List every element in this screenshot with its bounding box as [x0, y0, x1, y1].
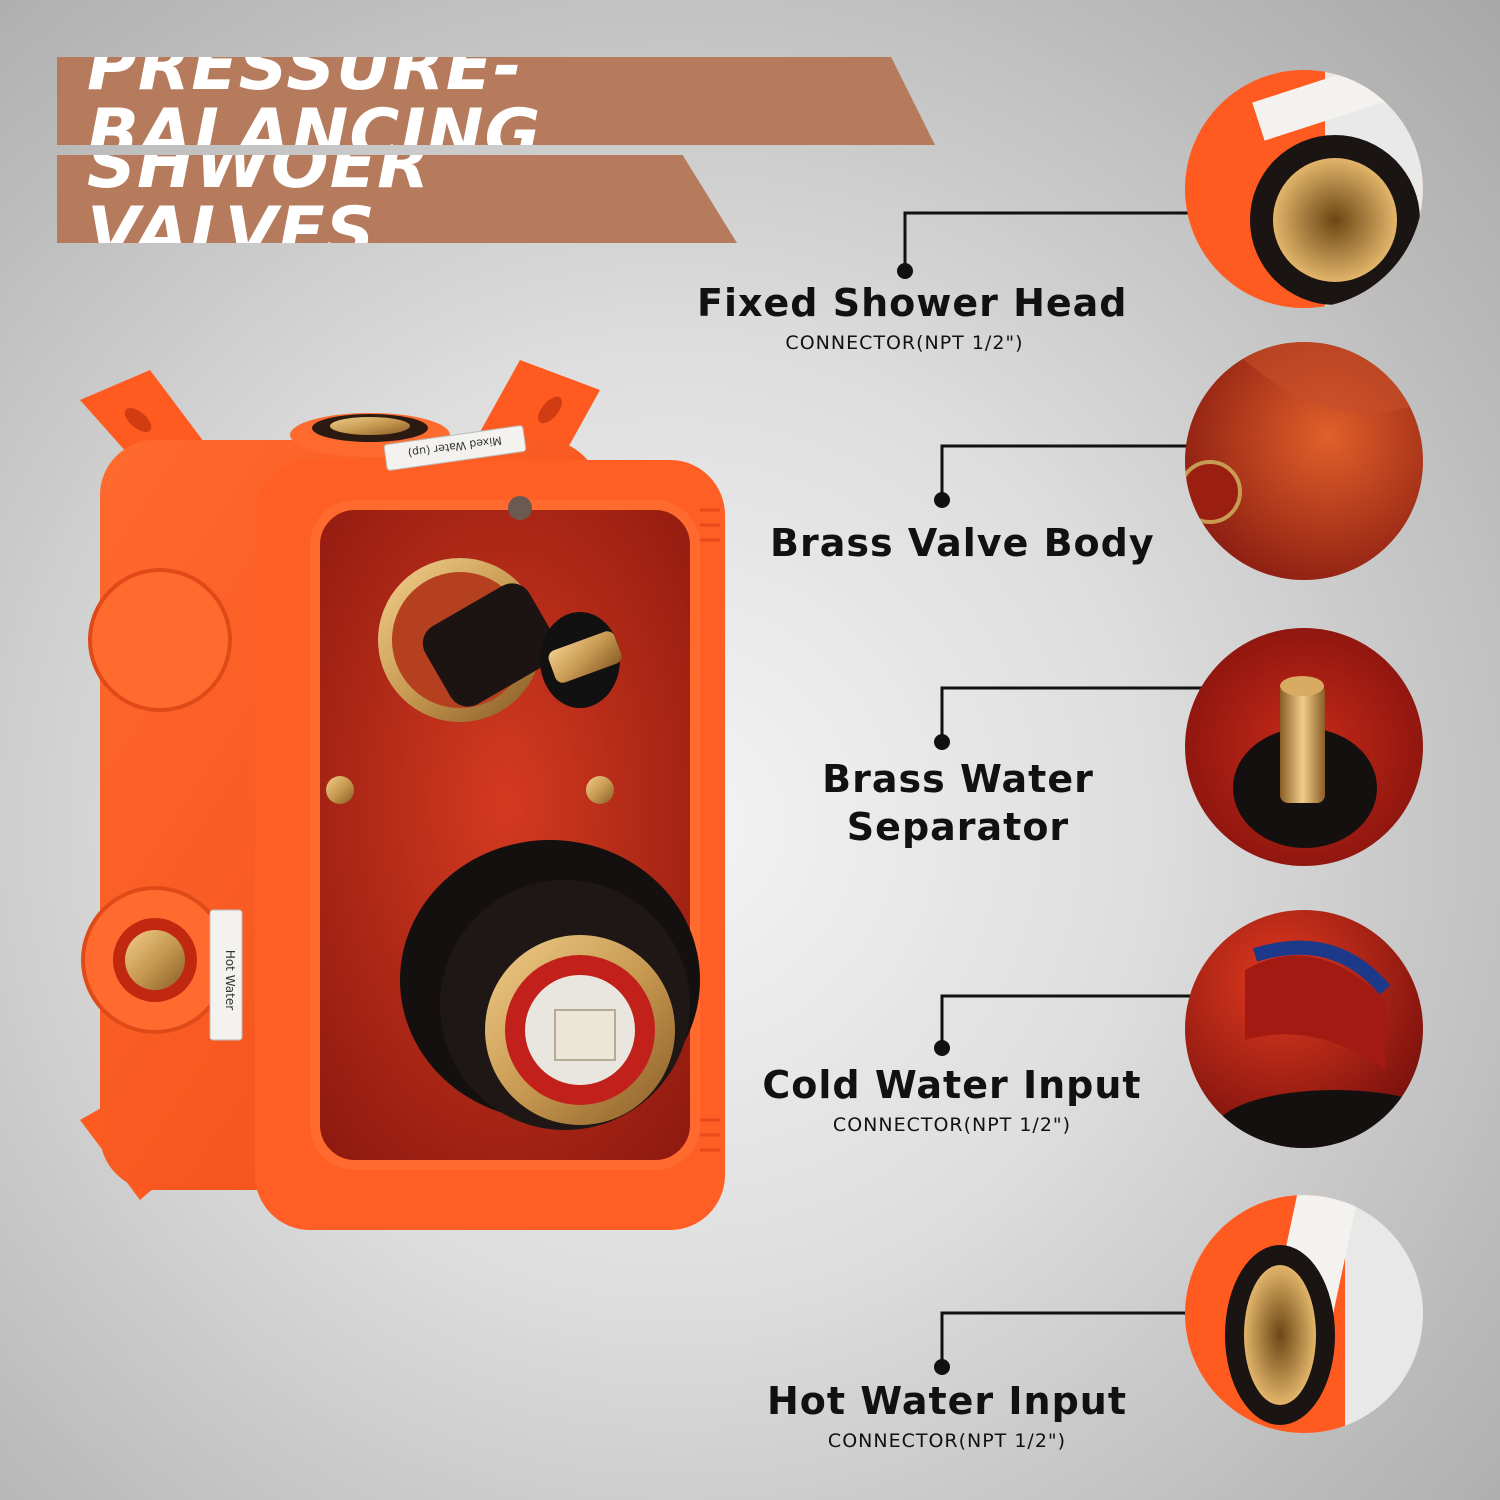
header-banner-line2: SHWOER VALVES	[57, 155, 737, 243]
callout-title: Brass Water	[822, 757, 1094, 801]
callout-title: Brass Valve Body	[770, 521, 1155, 565]
callout-title: Fixed Shower Head	[697, 281, 1128, 325]
header-title-line1: PRESSURE-BALANCING	[87, 27, 542, 174]
thumb-cold-water-input	[1185, 910, 1423, 1148]
header-title-line2: SHWOER VALVES	[87, 125, 431, 272]
hot-water-sticker-label: Hot Water	[223, 950, 237, 1010]
leader-line-fixed-shower-head	[897, 211, 1205, 279]
callout-title: Hot Water Input	[766, 1379, 1128, 1423]
callout-subtitle: CONNECTOR(NPT 1/2")	[827, 1429, 1067, 1452]
callout-subtitle: CONNECTOR(NPT 1/2")	[832, 1113, 1072, 1136]
thumb-hot-water-input	[1185, 1195, 1423, 1433]
callout-fixed-shower-head: Fixed Shower Head CONNECTOR(NPT 1/2")	[697, 280, 1128, 354]
thumb-brass-water-separator	[1185, 628, 1423, 866]
thumb-fixed-shower-head	[1185, 70, 1423, 308]
callout-brass-water-separator: Brass Water Separator	[768, 756, 1148, 851]
callout-brass-valve-body: Brass Valve Body	[770, 520, 1155, 568]
leader-line-hot-water-input	[934, 1311, 1302, 1375]
callout-title: Cold Water Input	[762, 1063, 1142, 1107]
thumb-brass-valve-body	[1185, 342, 1423, 580]
callout-cold-water-input: Cold Water Input CONNECTOR(NPT 1/2")	[762, 1062, 1142, 1136]
callout-title-line2: Separator	[846, 804, 1070, 849]
leader-line-cold-water-input	[934, 994, 1302, 1056]
callout-hot-water-input: Hot Water Input CONNECTOR(NPT 1/2")	[757, 1378, 1137, 1452]
header-banner-line1: PRESSURE-BALANCING	[57, 57, 935, 145]
leader-line-brass-water-separator	[934, 686, 1302, 750]
callout-subtitle: CONNECTOR(NPT 1/2")	[785, 331, 1024, 354]
leader-line-brass-valve-body	[934, 444, 1302, 508]
valve-box-illustration: Hot Water Mixed Water (up)	[80, 360, 725, 1230]
